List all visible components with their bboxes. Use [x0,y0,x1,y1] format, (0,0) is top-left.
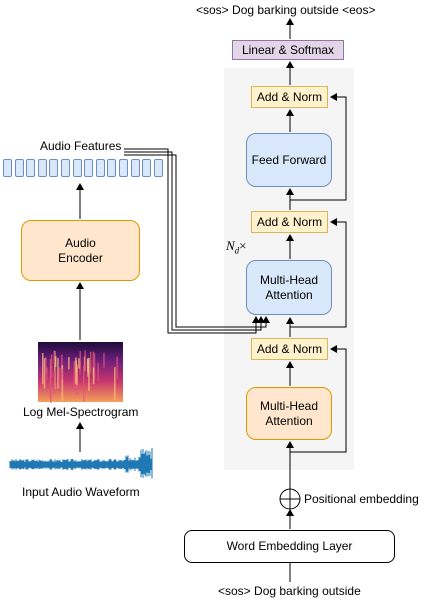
input-sequence-label: <sos> Dog barking outside [218,584,361,598]
feature-cell [61,159,70,177]
add-norm-bottom-box: Add & Norm [251,338,328,360]
feed-forward-box: Feed Forward [246,133,332,187]
feature-cell [107,159,117,177]
add-norm-top-box: Add & Norm [251,86,328,108]
repeat-label: Nd× [226,238,247,256]
audio-features-label: Audio Features [40,139,122,153]
feature-cell [72,159,82,177]
feature-cell [130,159,140,177]
feature-cell [153,159,163,177]
cross-attention-box: Multi-Head Attention [246,260,332,315]
feature-cell [95,159,105,177]
self-attention-box: Multi-Head Attention [246,387,332,440]
linear-softmax-box: Linear & Softmax [232,40,344,60]
audio-encoder-box: Audio Encoder [21,220,140,281]
input-waveform-label: Input Audio Waveform [22,485,140,499]
log-mel-label: Log Mel-Spectrogram [23,405,139,419]
add-norm-mid-box: Add & Norm [251,211,328,233]
feature-cell [37,159,47,177]
spectrogram-image [38,342,123,403]
feature-cell [142,159,152,177]
residual-3 [290,93,347,201]
feature-cell [84,159,94,177]
feature-cell [26,159,36,177]
feature-cell [14,159,24,177]
residual-1 [290,345,347,453]
word-embedding-box: Word Embedding Layer [184,530,395,563]
output-sequence-label: <sos> Dog barking outside <eos> [196,3,376,17]
feature-cell [49,159,59,177]
feature-cell [3,159,12,177]
audio-features-link-b [124,151,265,331]
waveform-image [9,448,153,479]
residual-2 [290,218,347,328]
feature-cell [119,159,128,177]
audio-features-link-a [124,148,260,334]
positional-embedding-label: Positional embedding [304,492,419,506]
audio-features-link-c [124,154,270,328]
